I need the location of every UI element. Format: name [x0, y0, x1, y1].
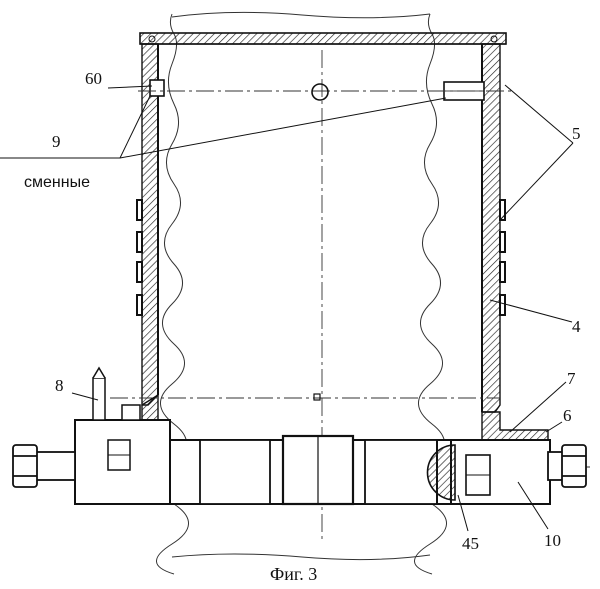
label-6: 6 [563, 406, 572, 425]
left-wall [136, 43, 159, 406]
label-60: 60 [85, 69, 102, 88]
figure-caption: Фиг. 3 [270, 564, 317, 584]
hole-top [311, 83, 329, 101]
label-10: 10 [544, 531, 561, 550]
label-5: 5 [572, 124, 581, 143]
label-4: 4 [572, 317, 581, 336]
top-cover [139, 32, 507, 45]
label-7: 7 [567, 369, 576, 388]
label-9: 9 [52, 132, 61, 151]
label-45: 45 [462, 534, 479, 553]
replaceable-pins [149, 79, 485, 101]
eccentric-pin [426, 444, 491, 501]
left-nut [12, 444, 76, 488]
right-nut [547, 444, 587, 488]
label-8: 8 [55, 376, 64, 395]
label-smennye: сменные [24, 174, 90, 191]
leader-lines [0, 84, 574, 532]
hole-small [313, 393, 321, 401]
right-wall [481, 43, 506, 413]
